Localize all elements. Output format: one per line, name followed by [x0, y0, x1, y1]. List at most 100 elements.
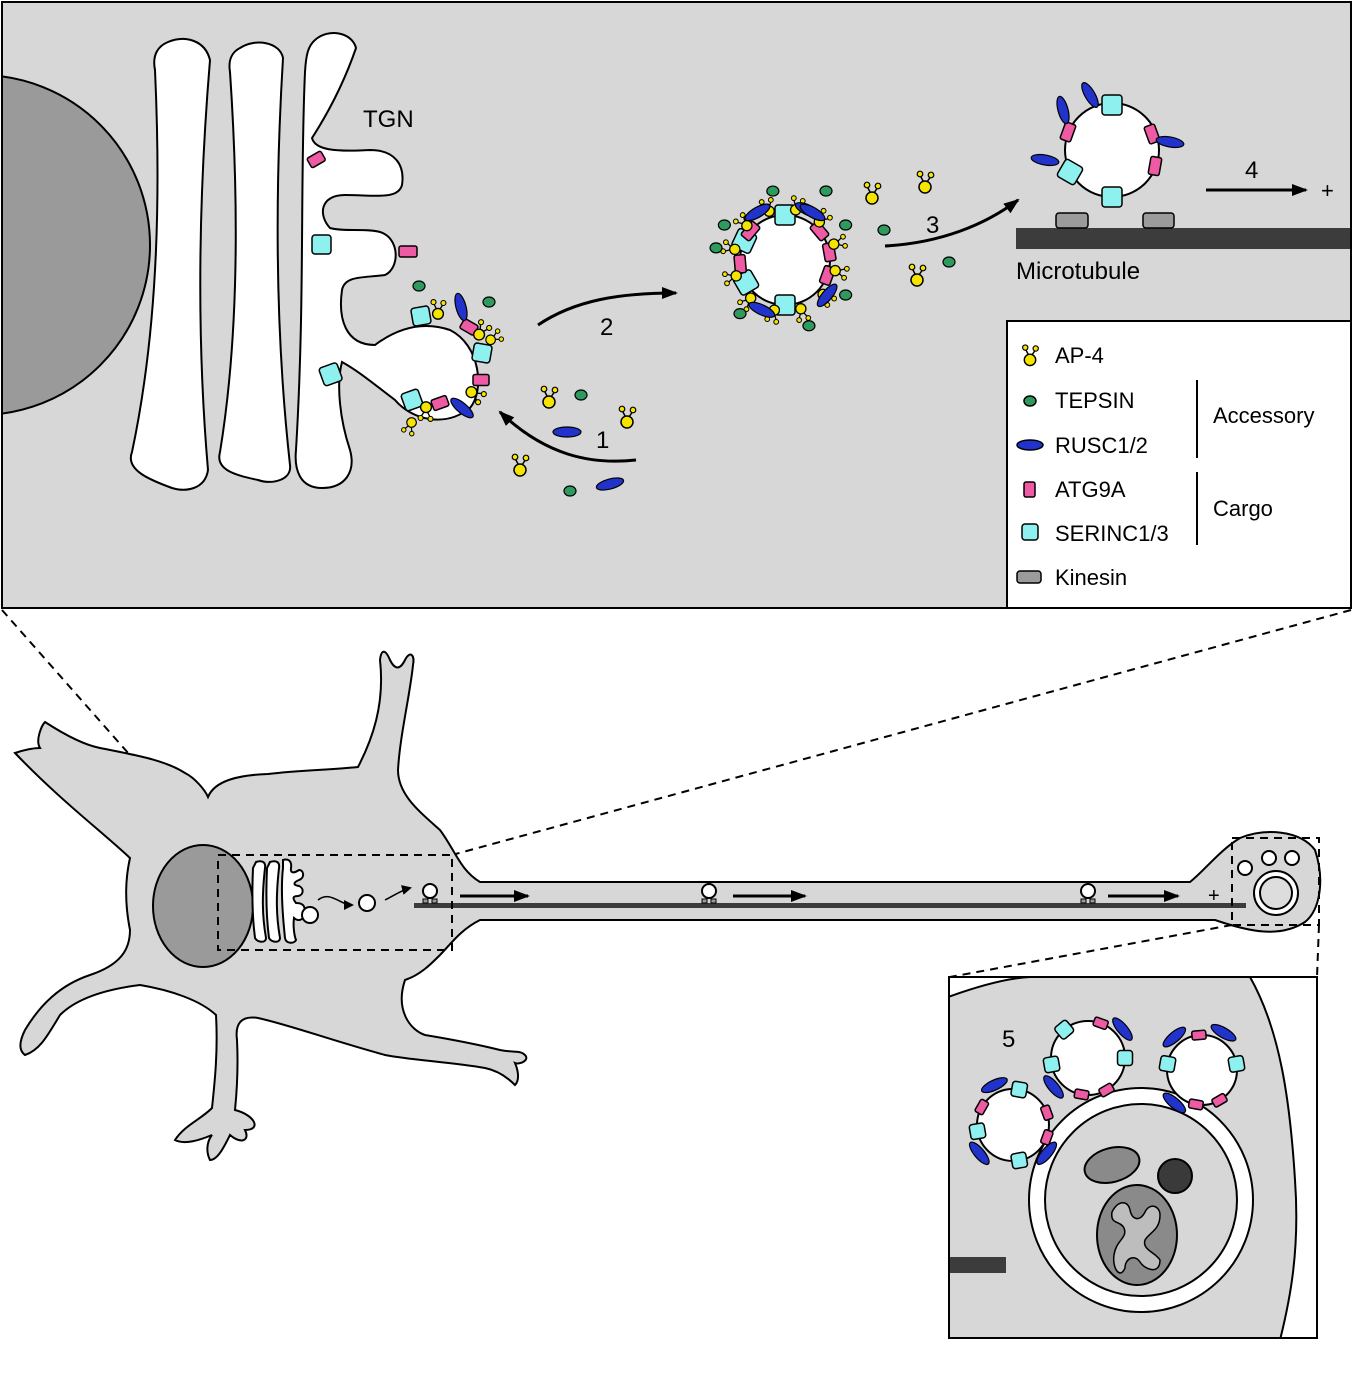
kinesin-icon [422, 898, 429, 904]
kinesin-icon [431, 898, 438, 904]
rusc-icon [968, 1141, 990, 1166]
ap4-icon [511, 453, 530, 477]
serinc-icon [400, 388, 424, 412]
terminal-vesicle [1166, 1034, 1238, 1106]
ap4-icon [916, 170, 935, 194]
mitochondrion-cristae [1111, 1202, 1161, 1274]
serinc-icon [318, 362, 343, 387]
tepsin-icon [574, 389, 588, 401]
uncoated-vesicle [1064, 102, 1160, 198]
microtubule [1016, 228, 1350, 249]
golgi-tgn [294, 32, 480, 490]
serinc-icon [1056, 158, 1084, 186]
ap4-icon [417, 401, 434, 422]
budding-vesicle-coat [400, 280, 505, 437]
tepsin-icon [942, 256, 956, 268]
ap4-icon [720, 239, 741, 256]
uncoated-vesicle-cargo [1030, 82, 1185, 208]
legend-label: Kinesin [1055, 565, 1127, 590]
axon-plus-label: + [1208, 885, 1220, 907]
nucleus [2, 75, 151, 415]
atg9a-icon [472, 373, 490, 387]
legend-item-tepsin: TEPSIN [1023, 388, 1134, 413]
rusc-icon [454, 292, 468, 322]
tepsin-icon [839, 219, 853, 231]
ap4-icon [473, 319, 493, 341]
terminal-vesicle [976, 1088, 1050, 1162]
legend-box [1006, 320, 1352, 609]
neuron: + [13, 650, 1322, 1162]
ap4-icon [430, 299, 447, 320]
inset-border [948, 976, 1318, 1339]
legend-label: TEPSIN [1055, 388, 1134, 413]
atg9a-icon [1098, 1082, 1115, 1098]
mini-golgi [251, 858, 307, 944]
legend-item-rusc: RUSC1/2 [1016, 433, 1148, 458]
rusc-icon [744, 203, 771, 222]
top-panel-border [1, 1, 1352, 609]
step-1-label: 1 [596, 427, 609, 454]
atg9a-icon [1211, 1092, 1228, 1108]
cytosolic-components [511, 170, 956, 497]
tepsin-icon [412, 280, 426, 292]
legend-item-ap4: AP-4 [1022, 343, 1104, 368]
rusc-icon [1016, 439, 1044, 451]
serinc-icon [1010, 1080, 1029, 1099]
ap4-icon [737, 292, 757, 313]
legend-label: SERINC1/3 [1055, 521, 1169, 546]
microtubule-label: Microtubule [1016, 258, 1140, 285]
rusc-icon [816, 283, 838, 308]
serinc-icon [410, 305, 432, 327]
terminal-vesicle [1261, 850, 1277, 866]
terminal-inset: 5 [948, 976, 1318, 1339]
ap4-icon [795, 303, 812, 323]
serinc-icon [311, 234, 332, 255]
ap4-icon [829, 264, 850, 281]
step-3-arrow [884, 198, 1020, 248]
nucleus [152, 844, 254, 968]
plus-end-label: + [1321, 178, 1334, 203]
serinc-icon [1054, 1019, 1075, 1040]
tepsin-icon [717, 219, 731, 231]
rusc-icon [799, 203, 826, 222]
ap4-icon [828, 233, 848, 250]
tepsin-icon [482, 296, 496, 308]
microtubule [949, 1257, 1006, 1273]
kinesin-icon [1016, 570, 1042, 584]
serinc-icon [1101, 186, 1123, 208]
ap4-icon [732, 212, 753, 232]
tepsin-icon [839, 289, 853, 301]
autophagosome-content [1083, 1146, 1141, 1184]
ap4-icon [1022, 344, 1039, 367]
terminal-vesicle [1237, 860, 1253, 876]
serinc-icon [471, 342, 493, 364]
mini-budding-vesicle [301, 906, 319, 924]
kinesin-icon [1089, 898, 1096, 904]
serinc-icon [968, 1122, 987, 1141]
atg9a-icon [1191, 1029, 1207, 1041]
atg9a-icon [1040, 1104, 1054, 1121]
atg9a-icon [1040, 1129, 1054, 1146]
legend-group-accessory: Accessory [1213, 403, 1314, 428]
legend-label: AP-4 [1055, 343, 1104, 368]
ap4-icon [618, 405, 637, 429]
golgi-cisterna-1 [129, 38, 212, 491]
atg9a-icon [306, 150, 326, 169]
rusc-icon [595, 477, 625, 491]
legend-item-serinc: SERINC1/3 [1021, 521, 1169, 546]
serinc-icon [1116, 1049, 1134, 1067]
terminal-vesicles [968, 1016, 1246, 1170]
serinc-icon [1010, 1151, 1029, 1170]
rusc-icon [1162, 1026, 1187, 1048]
ap4-icon [485, 328, 505, 346]
ap4-icon [863, 181, 882, 205]
tepsin-icon [766, 185, 780, 197]
soma-zoom-box [217, 854, 453, 951]
axon-microtubule [414, 903, 1246, 908]
serinc-icon [1158, 1054, 1177, 1073]
rusc-icon [1043, 1075, 1064, 1099]
zoom-line-terminal-right [1316, 924, 1320, 978]
coated-vesicle-coat [709, 185, 853, 332]
